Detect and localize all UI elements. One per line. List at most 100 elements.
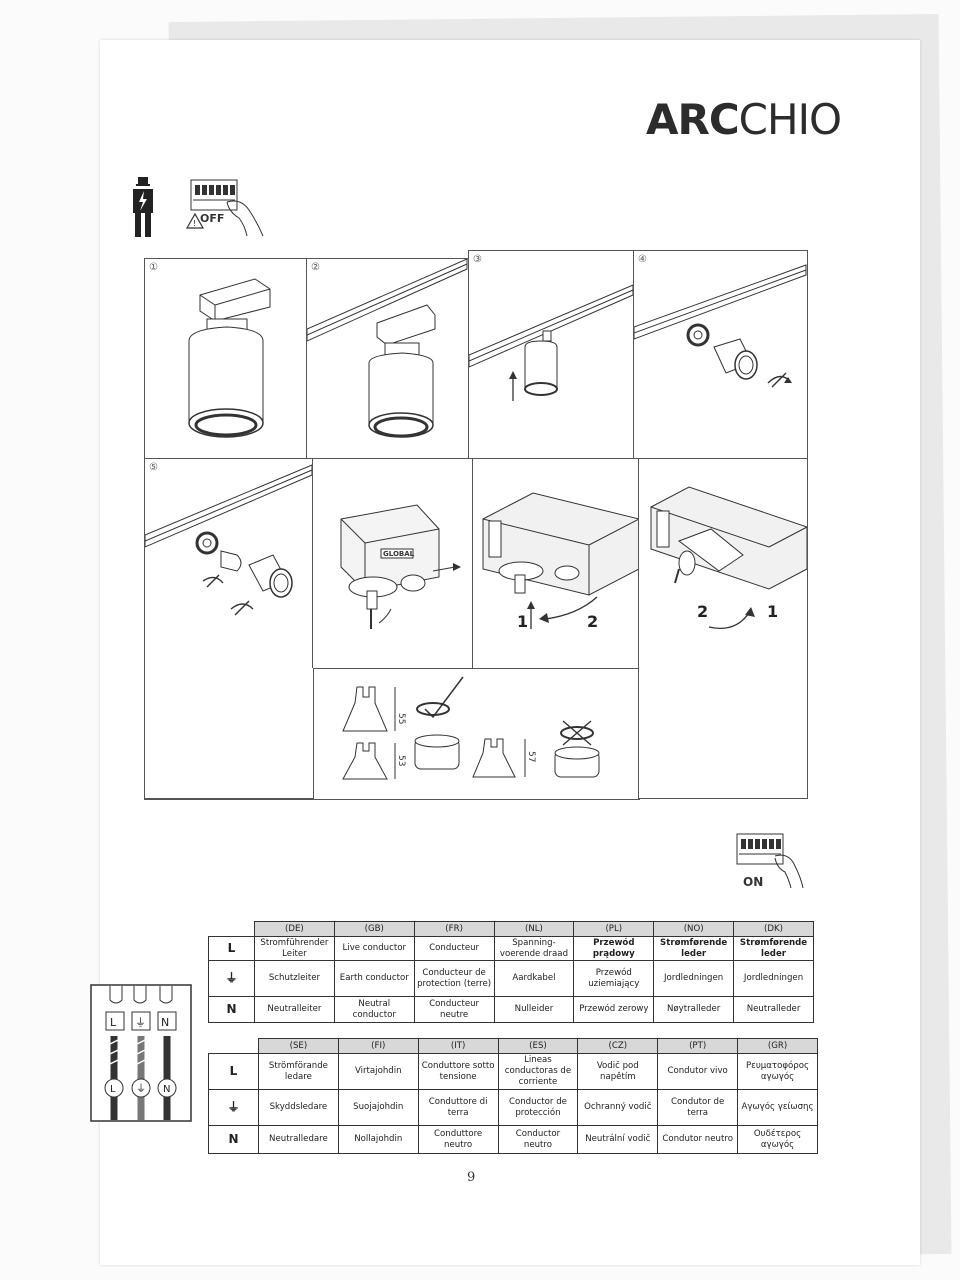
table-cell: Conduttore di terra xyxy=(417,1089,499,1126)
panel-step-3-number: ③ xyxy=(473,254,482,265)
lift-lamp-illustration xyxy=(468,284,634,401)
table-cell: Jordledningen xyxy=(653,960,735,997)
table-cell: Conductor neutro xyxy=(497,1125,579,1154)
table-row: ⏚ Skyddsledare Suojajohdin Conduttore di… xyxy=(208,1089,818,1126)
wire-table-1-header: (NO) xyxy=(653,921,735,937)
bulb-size-illustration: 55 53 57 xyxy=(342,676,600,780)
wire-table-1: (DE) (GB) (FR) (NL) (PL) (NO) (DK) L Str… xyxy=(208,921,814,1023)
bulb-size-55: 55 xyxy=(396,713,406,724)
wire-table-2-header: (CZ) xyxy=(577,1038,659,1054)
svg-text:!: ! xyxy=(193,219,196,228)
wire-table-2-header: (GR) xyxy=(737,1038,818,1054)
table-cell: Suojajohdin xyxy=(337,1089,419,1126)
wire-table-1-header: (GB) xyxy=(333,921,415,937)
table-cell: Nollajohdin xyxy=(337,1125,419,1154)
panel-empty-right xyxy=(638,668,808,799)
on-label: ON xyxy=(743,875,764,889)
table-cell: Live conductor xyxy=(333,936,415,961)
wire-table-2-header: (FI) xyxy=(337,1038,419,1054)
table-cell: Przewód uziemiający xyxy=(573,960,655,997)
panel-insert-adapter: 1 2 xyxy=(472,458,640,670)
table-cell: Strömförande ledare xyxy=(258,1053,339,1090)
wiring-label-n-bottom: N xyxy=(163,1084,170,1095)
panel-step-2-number: ② xyxy=(311,262,320,273)
table-cell: Conductor de protección xyxy=(497,1089,579,1126)
step-1-label-b: 1 xyxy=(767,602,778,621)
table-cell: Aardkabel xyxy=(493,960,575,997)
spotlight-illustration xyxy=(188,278,271,438)
table-cell: Αγωγός γείωσης xyxy=(737,1089,818,1126)
step-2-label: 2 xyxy=(587,612,598,631)
table-cell: Ουδέτερος αγωγός xyxy=(737,1125,818,1154)
table-cell: Neutralleder xyxy=(733,996,814,1023)
wiring-terminal-diagram: L ⏚ N L ⏚ N xyxy=(90,984,192,1122)
wire-table-2-corner xyxy=(208,1038,259,1054)
table-cell: Condutor de terra xyxy=(657,1089,739,1126)
wire-table-1-header-row: (DE) (GB) (FR) (NL) (PL) (NO) (DK) xyxy=(208,921,814,937)
table-cell: Neutralleiter xyxy=(254,996,335,1023)
track-mount-illustration xyxy=(306,258,468,438)
table-cell: Jordledningen xyxy=(733,960,814,997)
table-cell: Nøytralleder xyxy=(653,996,735,1023)
off-label: OFF xyxy=(200,212,225,225)
wire-table-1-header: (DK) xyxy=(733,921,814,937)
adapter-illustration: GLOBAL xyxy=(340,504,461,629)
table-cell: Skyddsledare xyxy=(258,1089,339,1126)
replace-bulb-illustration xyxy=(144,464,313,616)
table-cell: Strømførende leder xyxy=(733,936,814,961)
table-cell: Conducteur xyxy=(413,936,495,961)
table-cell: Vodič pod napětím xyxy=(577,1053,659,1090)
wire-table-2-header: (ES) xyxy=(497,1038,579,1054)
adapter-brand-text: GLOBAL xyxy=(383,550,415,558)
wire-symbol: ⏚ xyxy=(208,960,255,997)
wire-symbol: N xyxy=(208,996,255,1023)
table-cell: Neutralledare xyxy=(258,1125,339,1154)
breaker-on-icon xyxy=(736,833,804,889)
table-cell: Lineas conductoras de corriente xyxy=(497,1053,579,1090)
wire-symbol: N xyxy=(208,1125,259,1154)
instruction-grid: ① ② ③ xyxy=(144,250,808,800)
electrician-icon xyxy=(133,177,153,237)
wire-table-2-header: (SE) xyxy=(258,1038,339,1054)
wire-table-1-header: (DE) xyxy=(254,921,335,937)
wire-table-1-header: (FR) xyxy=(413,921,495,937)
brand-logo-light: CHIO xyxy=(738,95,842,144)
remove-cover-illustration xyxy=(633,264,807,388)
table-cell: Stromführender Leiter xyxy=(254,936,335,961)
wire-symbol: L xyxy=(208,1053,259,1090)
wire-table-1-corner xyxy=(208,921,255,937)
table-row: ⏚ Schutzleiter Earth conductor Conducteu… xyxy=(208,960,814,997)
panel-step-2: ② xyxy=(306,258,470,460)
breaker-off-icon: ! xyxy=(185,179,264,237)
table-row: L Stromführender Leiter Live conductor C… xyxy=(208,936,814,961)
wiring-label-l-bottom: L xyxy=(110,1084,116,1095)
panel-step-4: ④ xyxy=(633,250,808,460)
wire-table-1-header: (NL) xyxy=(493,921,575,937)
wiring-label-earth-bottom: ⏚ xyxy=(136,1083,146,1095)
table-cell: Conducteur de protection (terre) xyxy=(413,960,495,997)
wire-table-2: (SE) (FI) (IT) (ES) (CZ) (PT) (GR) L Str… xyxy=(208,1038,818,1154)
panel-step-1: ① xyxy=(144,258,308,460)
panel-remove-adapter: 2 1 xyxy=(638,458,808,670)
table-cell: Earth conductor xyxy=(333,960,415,997)
table-cell: Nulleider xyxy=(493,996,575,1023)
table-cell: Neutrální vodič xyxy=(577,1125,659,1154)
panel-adapter-rotate: GLOBAL xyxy=(312,458,474,670)
wire-symbol: L xyxy=(208,936,255,961)
table-cell: Przewód prądowy xyxy=(573,936,655,961)
page-number: 9 xyxy=(467,1170,476,1185)
remove-adapter-illustration: 2 1 xyxy=(650,486,808,630)
wire-table-2-header: (IT) xyxy=(417,1038,499,1054)
table-row: N Neutralleiter Neutral conductor Conduc… xyxy=(208,996,814,1023)
table-cell: Virtajohdin xyxy=(337,1053,419,1090)
panel-bulb-size: 55 53 57 xyxy=(312,668,640,800)
table-cell: Neutral conductor xyxy=(333,996,415,1023)
table-cell: Conduttore sotto tensione xyxy=(417,1053,499,1090)
brand-logo-bold: ARC xyxy=(646,95,740,144)
insert-adapter-illustration: 1 2 xyxy=(482,492,640,631)
step-2-label-b: 2 xyxy=(697,602,708,621)
brand-logo: ARCCHIO xyxy=(646,95,842,144)
panel-step-1-number: ① xyxy=(149,262,158,273)
panel-empty-left xyxy=(144,668,314,799)
table-cell: Condutor neutro xyxy=(657,1125,739,1154)
